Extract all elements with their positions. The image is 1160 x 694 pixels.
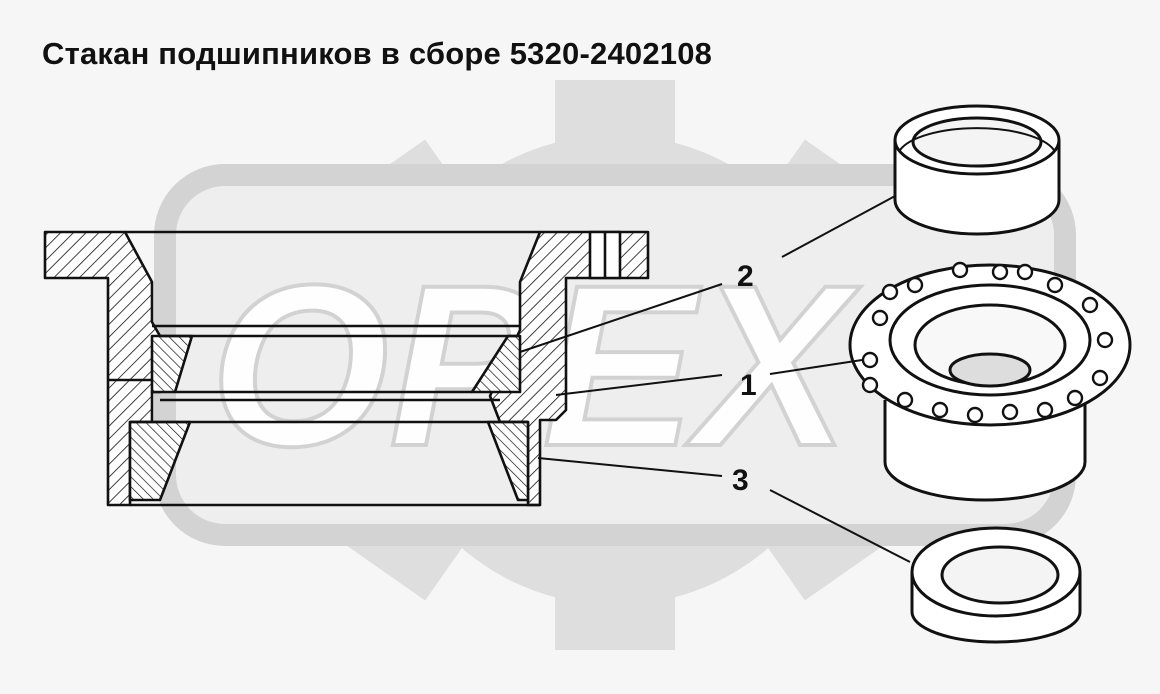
leader-3-section: [537, 457, 723, 477]
callout-2: 2: [737, 260, 754, 293]
housing-section-left: [43, 230, 162, 507]
part-3-ring: [910, 526, 1082, 644]
diagram-title: Стакан подшипников в сборе 5320-2402108: [42, 36, 713, 71]
callout-3: 3: [732, 464, 749, 497]
cross-section-view: [43, 230, 650, 507]
part-1-housing: [848, 261, 1132, 502]
leader-2-section: [519, 283, 723, 353]
leader-3-part: [769, 489, 911, 563]
leader-lines: [519, 195, 911, 563]
part-2-ring: [893, 104, 1061, 236]
leader-1-part: [769, 359, 863, 375]
leader-2-part: [781, 195, 896, 258]
leader-1-section: [555, 374, 723, 396]
callout-1: 1: [740, 369, 757, 402]
flange-bolt-holes: [861, 261, 1114, 424]
